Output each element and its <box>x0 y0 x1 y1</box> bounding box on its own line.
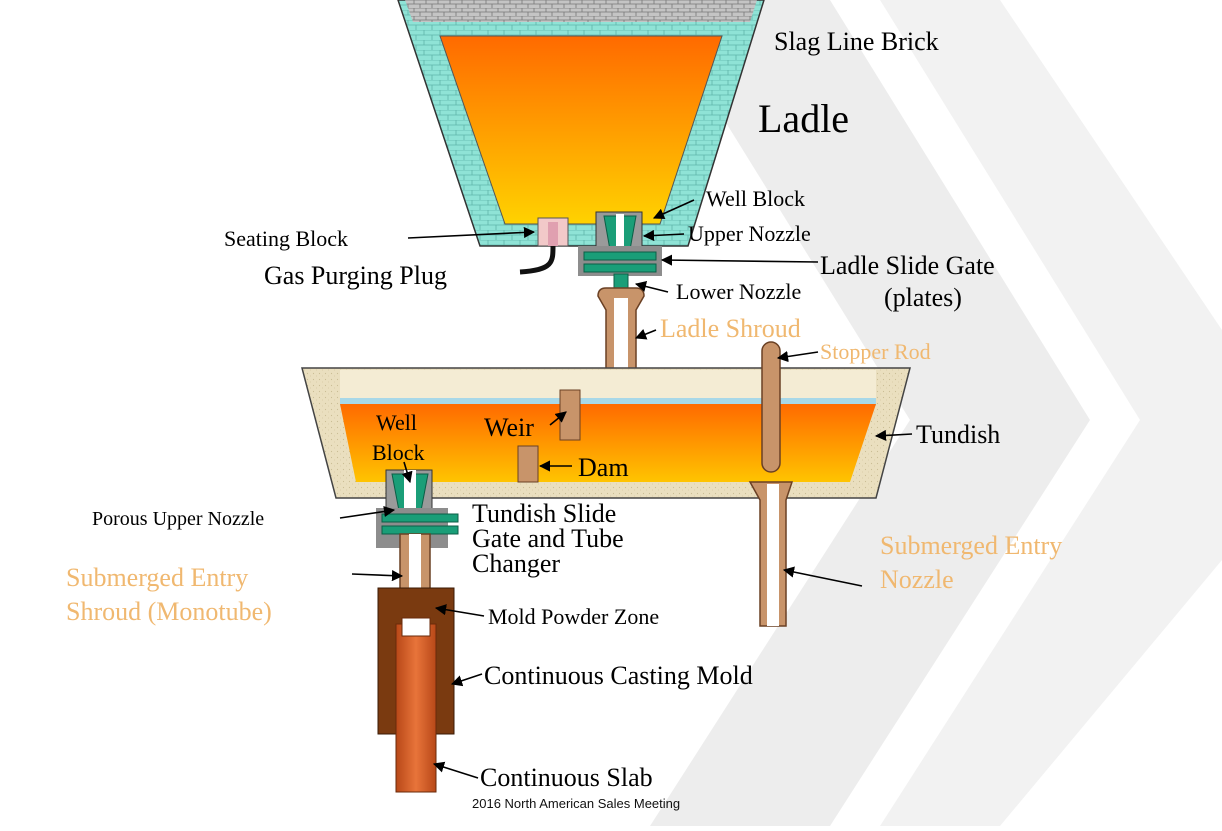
label-well: Well <box>376 410 417 435</box>
label-porous-upper-nozzle: Porous Upper Nozzle <box>92 508 264 530</box>
label-slag-line-brick: Slag Line Brick <box>774 27 939 56</box>
leader-arrows <box>339 199 913 779</box>
tundish <box>301 367 911 499</box>
label-sen-1: Submerged Entry <box>880 531 1062 560</box>
ladle-nozzle-assembly <box>578 211 662 299</box>
gas-line <box>519 245 556 275</box>
label-ladle: Ladle <box>758 96 849 141</box>
label-tundish: Tundish <box>916 420 1000 449</box>
label-sen-2: Nozzle <box>880 565 954 594</box>
casting-mold <box>377 587 455 793</box>
label-ses-1: Submerged Entry <box>66 563 248 592</box>
label-ses-2: Shroud (Monotube) <box>66 597 272 626</box>
label-ladle-shroud: Ladle Shroud <box>660 314 801 343</box>
label-continuous-casting-mold: Continuous Casting Mold <box>484 661 753 690</box>
label-lower-nozzle: Lower Nozzle <box>676 279 801 304</box>
label-tundish-slide-gate-2: Gate and Tube <box>472 524 624 553</box>
label-well-block: Well Block <box>706 186 805 211</box>
label-stopper-rod: Stopper Rod <box>820 339 931 364</box>
label-tundish-slide-gate-3: Changer <box>472 549 560 578</box>
label-weir: Weir <box>484 413 534 442</box>
label-tundish-slide-gate-1: Tundish Slide <box>472 499 616 528</box>
labels: Slag Line Brick Ladle Well Block Upper N… <box>66 27 1062 792</box>
label-dam: Dam <box>578 453 629 482</box>
ladle <box>397 0 765 247</box>
label-block: Block <box>372 440 425 465</box>
submerged-entry-nozzle <box>748 481 794 627</box>
stopper-rod <box>761 341 781 473</box>
label-ladle-slide-gate-plates: (plates) <box>884 283 962 312</box>
label-seating-block: Seating Block <box>224 226 348 251</box>
footer-text: 2016 North American Sales Meeting <box>472 796 680 811</box>
seating-block <box>537 217 569 247</box>
label-ladle-slide-gate: Ladle Slide Gate <box>820 251 995 280</box>
background-chevrons <box>650 0 1222 826</box>
label-upper-nozzle: Upper Nozzle <box>688 221 811 246</box>
label-gas-purging-plug: Gas Purging Plug <box>264 261 447 290</box>
label-mold-powder-zone: Mold Powder Zone <box>488 604 659 629</box>
label-continuous-slab: Continuous Slab <box>480 763 653 792</box>
